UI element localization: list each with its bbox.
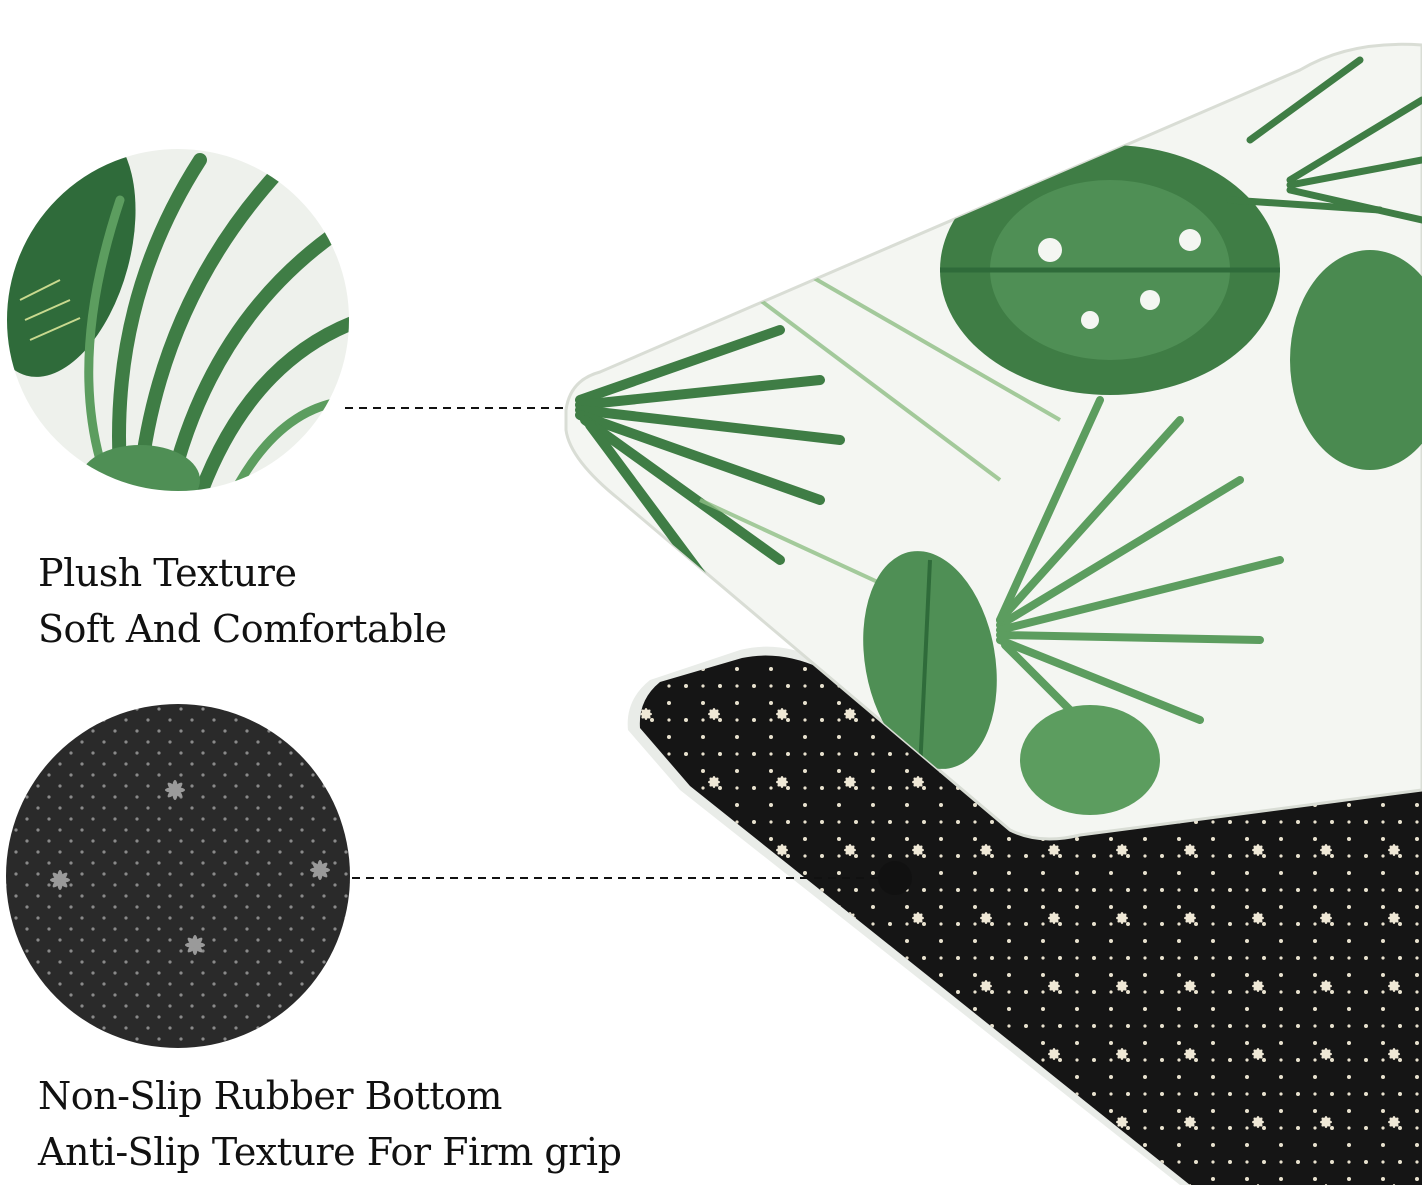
feature-caption-nonslip: Non-Slip Rubber Bottom Anti-Slip Texture… — [38, 1068, 622, 1180]
leaf-texture-circle — [5, 147, 351, 493]
feature-title: Non-Slip Rubber Bottom — [38, 1074, 502, 1118]
feature-subtitle: Anti-Slip Texture For Firm grip — [38, 1130, 622, 1174]
feature-subtitle: Soft And Comfortable — [38, 607, 447, 651]
feature-caption-plush: Plush Texture Soft And Comfortable — [38, 545, 447, 657]
feature-title: Plush Texture — [38, 551, 297, 595]
rubber-dot-texture-circle — [6, 704, 350, 1048]
leader-dot — [878, 861, 912, 895]
